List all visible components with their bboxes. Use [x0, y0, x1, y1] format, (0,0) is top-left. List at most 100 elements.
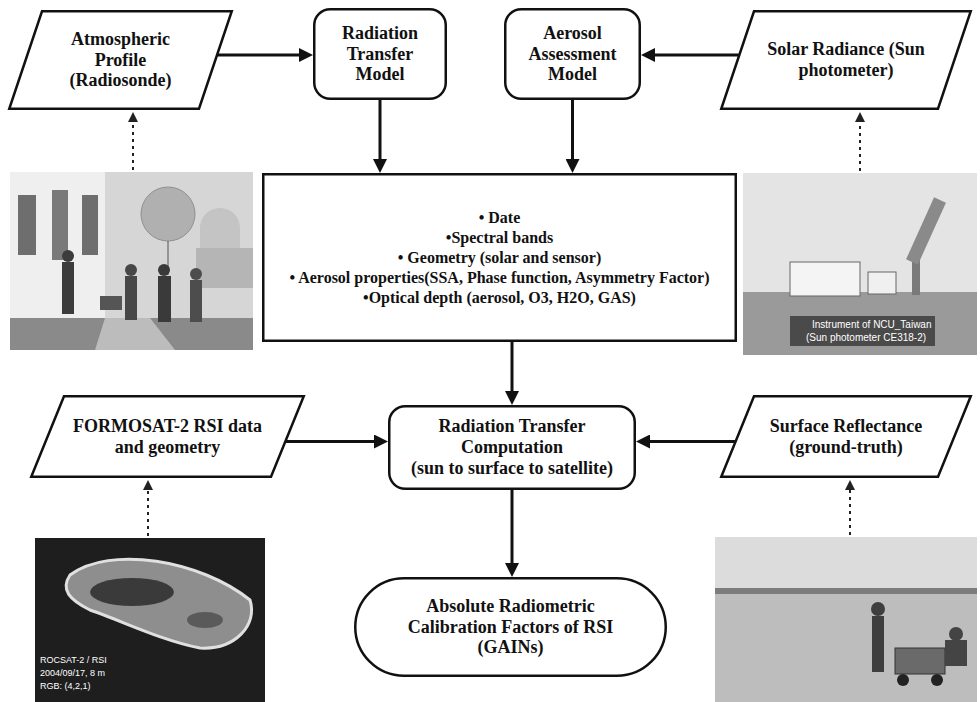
photo-window: [82, 195, 98, 255]
photo-person-head: [949, 627, 963, 641]
parameter-item: •Spectral bands: [276, 228, 723, 248]
node-label: Atmospheric Profile (Radiosonde): [48, 29, 193, 91]
photo-person: [158, 276, 171, 322]
photo-person-head: [190, 268, 202, 280]
image-caption: ROCSAT-2 / RSI: [40, 656, 107, 666]
photo-person: [62, 262, 74, 314]
photo-ground: [715, 592, 977, 702]
box-outline: [505, 9, 640, 99]
image-caption: 2004/09/17, 8 m: [40, 669, 105, 679]
node-text-group: Radiation Transfer Model: [321, 23, 439, 85]
image-lagoon: [90, 578, 174, 606]
photo-ground: [10, 318, 253, 350]
photo-person-head: [158, 264, 170, 276]
photo-walkway: [95, 318, 175, 350]
node-label: FORMOSAT-2 RSI data and geometry: [70, 416, 265, 457]
photo-sky: [743, 173, 977, 355]
image-island: [66, 559, 252, 648]
photo-dome: [200, 208, 240, 250]
node-text-group: • Date•Spectral bands• Geometry (solar a…: [276, 208, 723, 308]
photo-crouching-person: [945, 640, 967, 666]
output-terminal: Absolute Radiometric Calibration Factors…: [354, 577, 667, 677]
node-text-group: Surface Reflectance (ground-truth): [760, 416, 932, 457]
photo-balloon: [141, 187, 195, 241]
photo-person-head: [62, 250, 74, 262]
image-caption: Instrument of NCU_Taiwan: [812, 319, 932, 330]
photo-door: [52, 190, 68, 260]
parameter-item: • Aerosol properties(SSA, Phase function…: [276, 268, 723, 288]
node-text-group: Absolute Radiometric Calibration Factors…: [394, 596, 627, 658]
photo-caption-band: [790, 316, 935, 346]
flow-arrow: [511, 490, 514, 571]
photo-window: [18, 195, 36, 255]
parameter-box: • Date•Spectral bands• Geometry (solar a…: [262, 173, 737, 342]
node-label: Radiation Transfer Computation: [396, 416, 628, 457]
flow-arrow: [218, 54, 307, 57]
photo-dome-base: [196, 248, 253, 288]
image-caption: RGB: (4,2,1): [40, 682, 91, 692]
box-outline: [355, 578, 666, 676]
flow-arrow: [379, 100, 382, 167]
dotted-leader: [859, 114, 861, 171]
process-box: Radiation Transfer Computation(sun to su…: [388, 405, 636, 490]
flow-arrow: [571, 100, 574, 167]
node-label: Solar Radiance (Sun photometer): [760, 39, 932, 80]
box-outline: [389, 406, 635, 489]
node-label: Radiation Transfer Model: [321, 23, 439, 85]
node-text-group: Aerosol Assessment Model: [512, 23, 633, 85]
parameter-item: • Date: [276, 208, 723, 228]
photo-person: [872, 616, 884, 672]
box-outline: [263, 174, 736, 341]
node-label: (sun to surface to satellite): [396, 458, 628, 479]
parameter-item: • Geometry (solar and sensor): [276, 248, 723, 268]
radiosonde-photo: [10, 172, 253, 350]
node-text-group: Radiation Transfer Computation(sun to su…: [396, 416, 628, 478]
photo-person: [190, 280, 202, 322]
process-box: Radiation Transfer Model: [313, 8, 447, 100]
image-caption: (Sun photometer CE318-2): [806, 332, 926, 343]
photo-sky: [10, 172, 253, 350]
flow-arrow: [642, 440, 735, 443]
photo-person: [125, 276, 137, 320]
dotted-leader: [147, 482, 149, 536]
photo-cart: [895, 648, 945, 674]
flow-arrow: [286, 440, 382, 443]
parameter-item: •Optical depth (aerosol, O3, H2O, GAS): [276, 288, 723, 308]
photo-building: [10, 172, 105, 322]
sun-photometer-photo: [743, 173, 977, 355]
photo-person-head: [125, 264, 137, 276]
ground-truth-photo: [715, 537, 977, 702]
parallelogram-outline: [721, 396, 971, 477]
dotted-leader: [849, 482, 851, 535]
parallelogram-outline: [9, 11, 232, 109]
satellite-image: [35, 538, 265, 702]
node-text-group: FORMOSAT-2 RSI data and geometry: [70, 416, 265, 457]
input-parallelogram: Solar Radiance (Sun photometer): [720, 10, 972, 110]
parallelogram-outline: [721, 11, 971, 109]
dotted-leader: [132, 114, 134, 170]
input-parallelogram: Surface Reflectance (ground-truth): [720, 395, 972, 478]
flow-arrow: [511, 342, 514, 399]
photo-cart-wheel: [897, 674, 909, 686]
photo-horizon: [715, 588, 977, 594]
photo-crouching-person: [100, 296, 122, 310]
parallelogram-outline: [31, 396, 304, 477]
photo-cart-wheel: [931, 674, 943, 686]
node-label: Absolute Radiometric Calibration Factors…: [394, 596, 627, 658]
image-lagoon: [187, 612, 223, 628]
input-parallelogram: FORMOSAT-2 RSI data and geometry: [30, 395, 305, 478]
flow-arrow: [647, 54, 739, 57]
node-text-group: Solar Radiance (Sun photometer): [760, 39, 932, 80]
photo-control-box: [790, 262, 860, 296]
photo-sky: [715, 537, 977, 702]
input-parallelogram: Atmospheric Profile (Radiosonde): [8, 10, 233, 110]
node-text-group: Atmospheric Profile (Radiosonde): [48, 29, 193, 91]
box-outline: [314, 9, 446, 99]
node-label: Aerosol Assessment Model: [512, 23, 633, 85]
process-box: Aerosol Assessment Model: [504, 8, 641, 100]
image-sea: [35, 538, 265, 702]
photo-photometer-tube: [912, 200, 940, 262]
photo-small-box: [868, 272, 896, 294]
node-label: Surface Reflectance (ground-truth): [760, 416, 932, 457]
